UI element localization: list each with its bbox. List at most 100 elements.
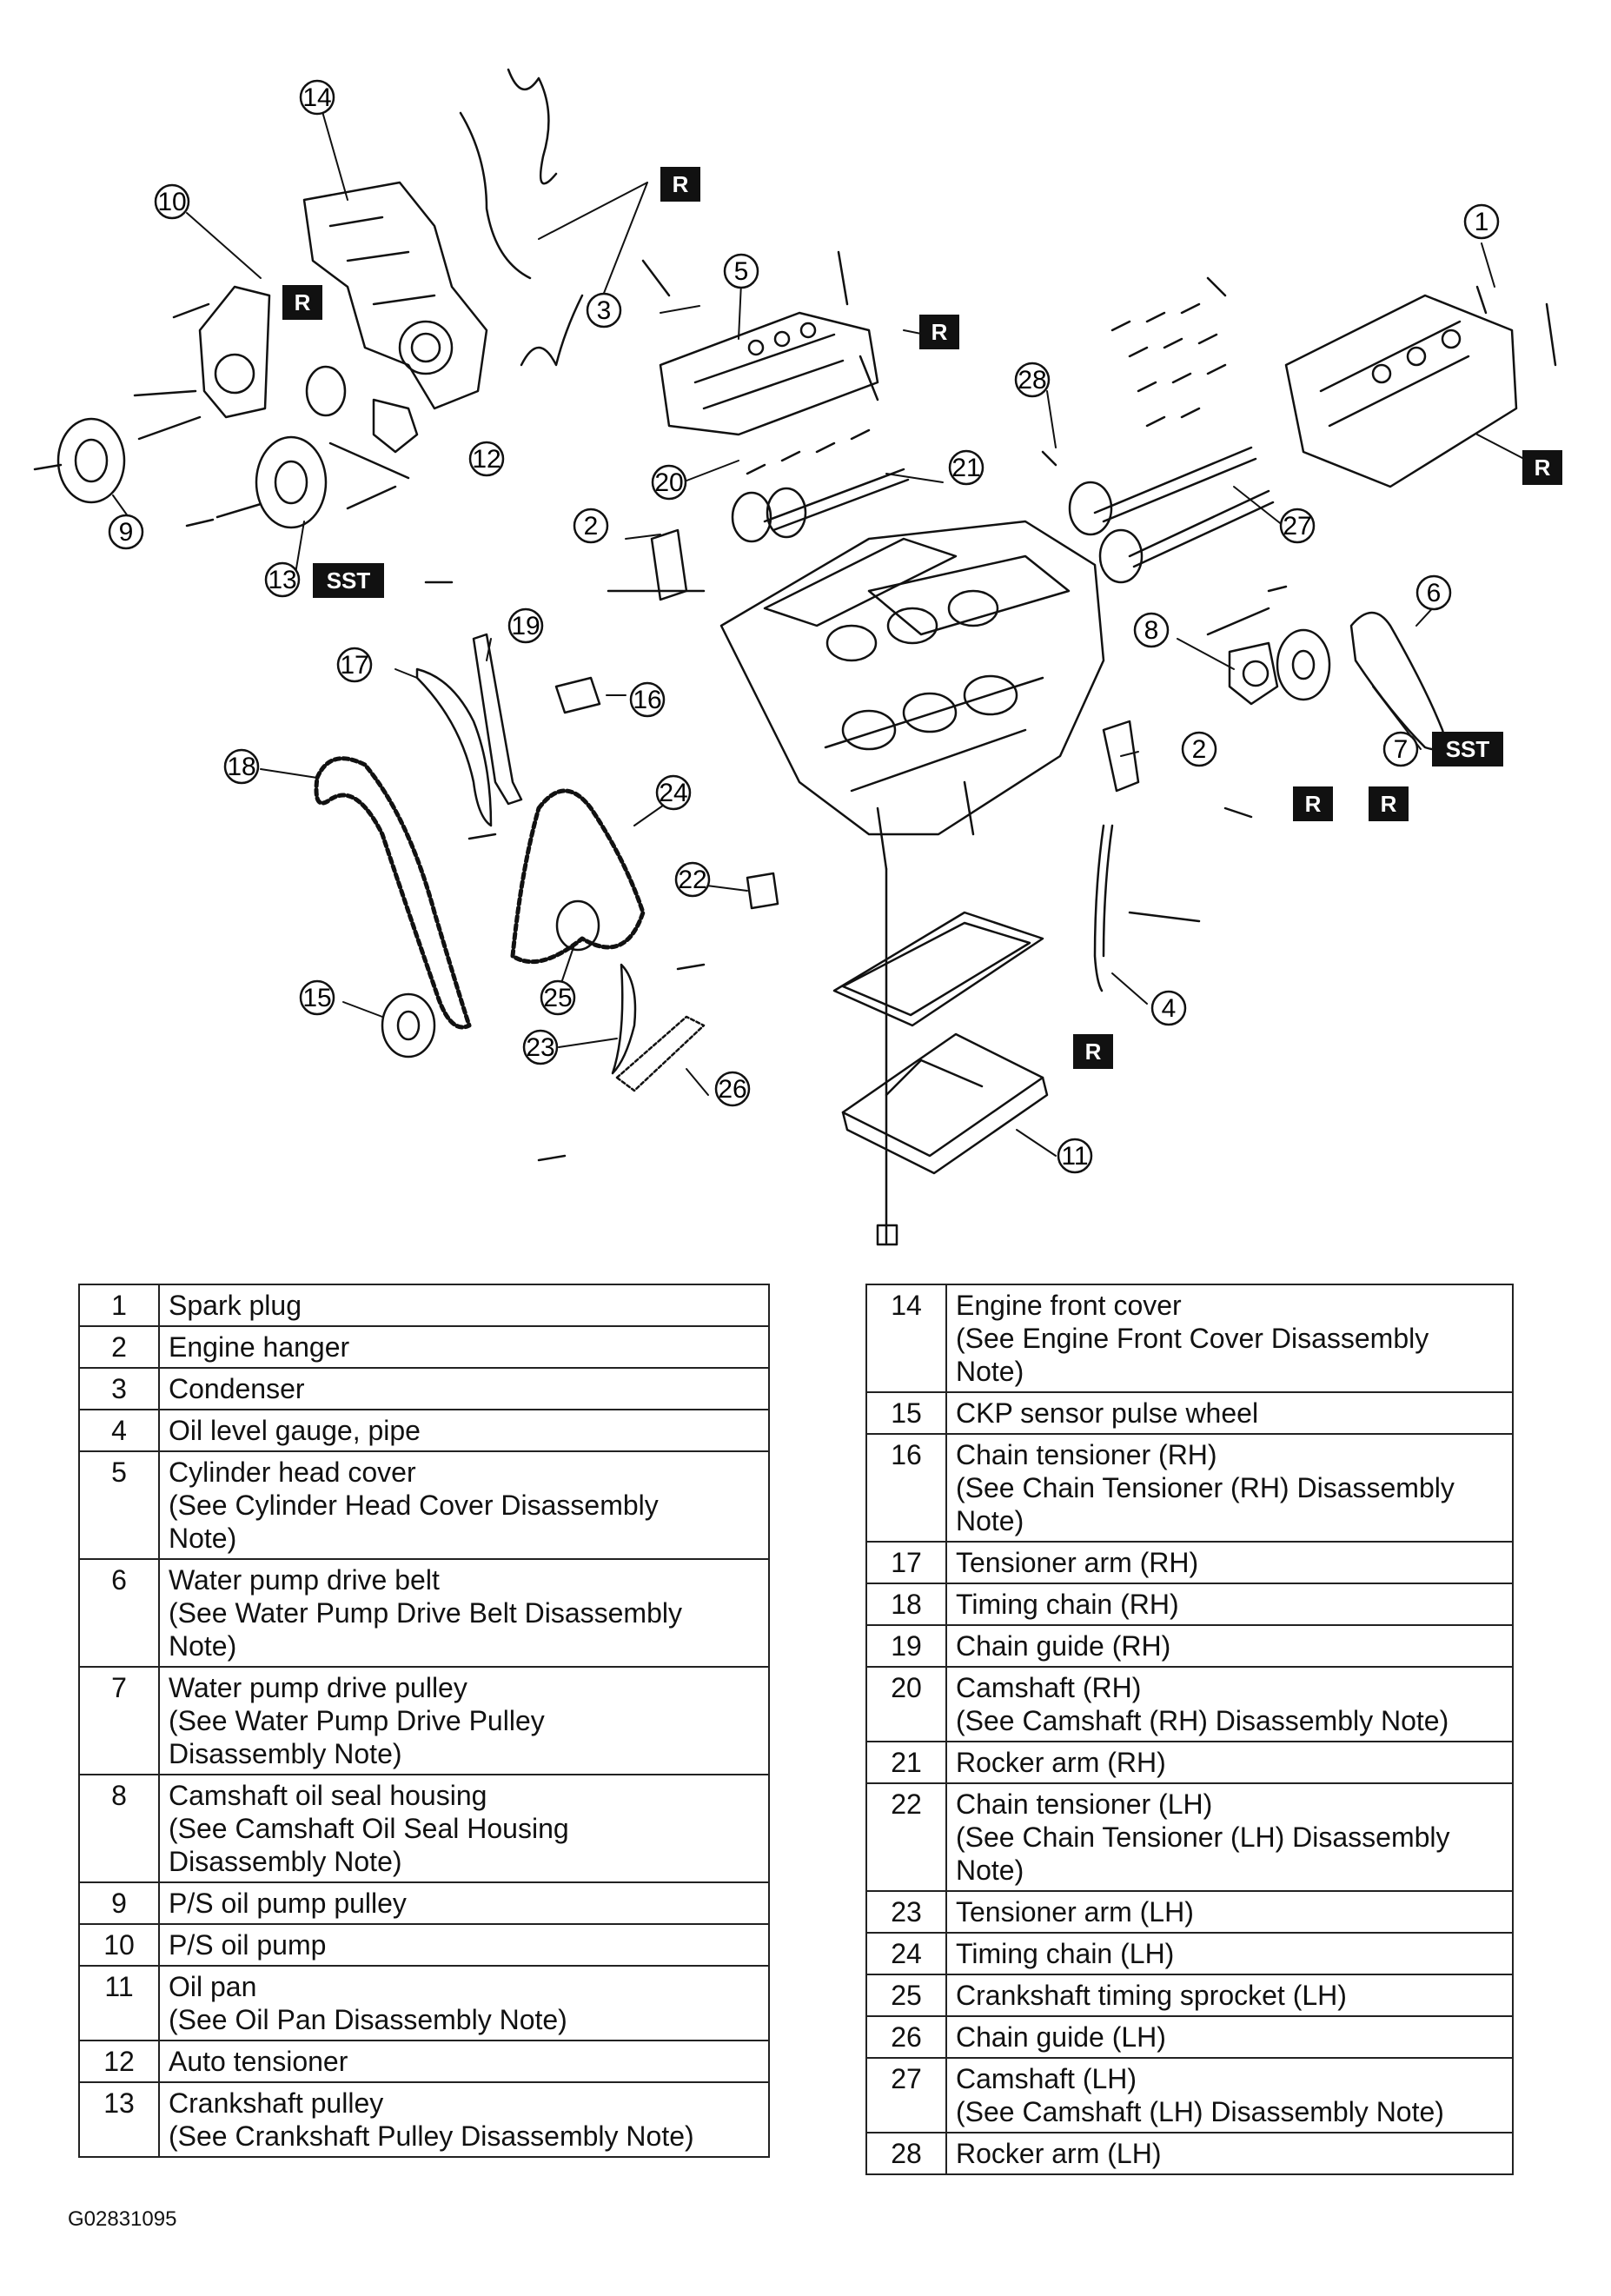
part-description: Cylinder head cover (See Cylinder Head C… [158,1450,770,1560]
part-number: 17 [865,1541,947,1584]
svg-text:8: 8 [1144,616,1159,645]
svg-text:R: R [1535,455,1551,481]
sst-tag: SST [313,563,384,598]
water-pump-drive-drawing [1206,585,1446,751]
part-number: 11 [78,1965,160,2041]
r-tag: R [919,315,959,349]
part-description: Water pump drive pulley (See Water Pump … [158,1666,770,1775]
part-description: Oil level gauge, pipe [158,1409,770,1452]
r-tag: R [1522,450,1562,485]
svg-text:21: 21 [951,454,980,482]
svg-text:R: R [1305,791,1322,817]
svg-text:10: 10 [157,188,186,216]
callout-12: 12 [468,441,505,477]
part-description: Timing chain (RH) [945,1583,1514,1626]
callout-7: 7 [1382,731,1419,767]
engine-front-cover-drawing [302,68,584,410]
svg-text:SST: SST [1446,736,1490,762]
svg-text:2: 2 [1192,735,1207,764]
svg-text:2: 2 [584,512,599,541]
part-number: 22 [865,1782,947,1892]
callout-23: 23 [522,1029,559,1065]
part-number: 26 [865,2015,947,2059]
callout-21: 21 [948,449,984,486]
part-number: 10 [78,1923,160,1967]
svg-text:23: 23 [526,1033,554,1062]
part-number: 21 [865,1741,947,1784]
part-number: 4 [78,1409,160,1452]
part-description: Timing chain (LH) [945,1932,1514,1975]
part-description: P/S oil pump [158,1923,770,1967]
ckp-pulse-wheel-drawing [381,992,436,1058]
svg-text:R: R [673,171,689,197]
callout-19: 19 [507,607,544,644]
timing-chain-rh-drawing [314,633,601,1030]
svg-text:27: 27 [1283,512,1311,541]
cylinder-block-drawing [719,520,1105,871]
camshaft-lh-drawing [1041,302,1275,584]
part-description: Chain tensioner (RH) (See Chain Tensione… [945,1433,1514,1543]
svg-text:SST: SST [327,567,371,594]
part-number: 27 [865,2057,947,2133]
part-description: Camshaft (RH) (See Camshaft (RH) Disasse… [945,1666,1514,1742]
r-tag: R [282,285,322,320]
callout-3: 3 [586,292,622,328]
part-description: P/S oil pump pulley [158,1881,770,1925]
svg-text:1: 1 [1475,208,1489,236]
callout-group: 1223456789101112131415161718192021222324… [108,79,1500,1174]
callout-2: 2 [573,508,609,544]
part-number: 3 [78,1367,160,1410]
svg-text:13: 13 [268,566,296,594]
part-description: Water pump drive belt (See Water Pump Dr… [158,1558,770,1668]
part-number: 15 [865,1391,947,1435]
part-number: 14 [865,1284,947,1393]
part-description: Chain guide (RH) [945,1624,1514,1668]
part-number: 28 [865,2132,947,2175]
part-number: 13 [78,2081,160,2158]
r-tag: R [1293,786,1333,821]
callout-25: 25 [540,979,576,1016]
camshaft-rh-drawing [731,428,910,543]
part-description: Rocker arm (RH) [945,1741,1514,1784]
cylinder-head-cover-lh-drawing [1206,276,1557,488]
part-number: 9 [78,1881,160,1925]
crankshaft-pulley-drawing [185,365,419,529]
part-description: Tensioner arm (RH) [945,1541,1514,1584]
part-number: 19 [865,1624,947,1668]
part-description: Rocker arm (LH) [945,2132,1514,2175]
sst-tag: SST [1432,732,1503,766]
figure-code: G02831095 [68,2207,177,2231]
part-description: Crankshaft pulley (See Crankshaft Pulley… [158,2081,770,2158]
part-description: Tensioner arm (LH) [945,1890,1514,1934]
svg-text:14: 14 [302,83,331,112]
callout-2: 2 [1181,731,1217,767]
callout-16: 16 [629,681,666,718]
part-description: Spark plug [158,1284,770,1327]
callout-14: 14 [299,79,335,116]
svg-text:15: 15 [302,984,331,1012]
svg-text:17: 17 [340,651,368,680]
svg-text:11: 11 [1061,1142,1088,1171]
part-description: CKP sensor pulse wheel [945,1391,1514,1435]
callout-20: 20 [651,464,687,501]
svg-text:9: 9 [119,518,134,547]
